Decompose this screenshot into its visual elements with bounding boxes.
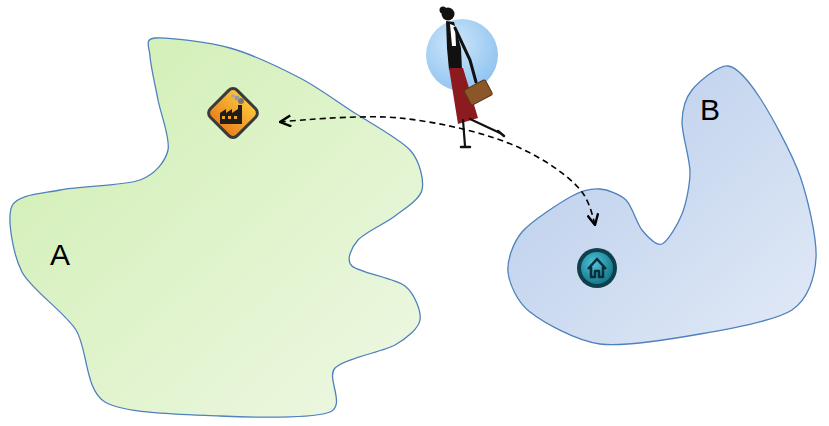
region-shape xyxy=(0,30,430,425)
region-node: A xyxy=(0,30,430,425)
region-node: B xyxy=(500,60,829,350)
region-label: B xyxy=(700,95,720,125)
briefcase xyxy=(464,79,493,105)
region-outline xyxy=(10,38,423,417)
figure-shirt xyxy=(450,24,456,46)
figure-hair xyxy=(440,7,447,14)
figure-shoes xyxy=(461,131,504,147)
figure-legs xyxy=(463,119,500,146)
figure-arm xyxy=(455,28,476,82)
region-label: A xyxy=(50,240,70,270)
region-outline xyxy=(508,66,816,345)
figure-torso xyxy=(446,21,462,70)
figure-skirt xyxy=(449,68,478,124)
commuter-figure xyxy=(426,7,504,148)
region-shape xyxy=(500,60,829,350)
figure-head xyxy=(442,8,455,21)
figure-backdrop xyxy=(426,19,498,91)
